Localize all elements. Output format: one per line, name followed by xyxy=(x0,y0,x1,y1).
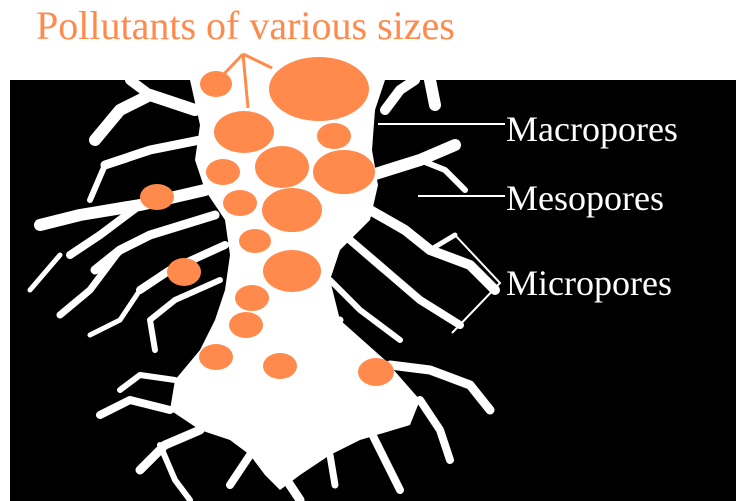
micropores-label: Micropores xyxy=(506,263,672,303)
pollutant-particle xyxy=(317,123,351,149)
pollutant-particle xyxy=(206,159,240,185)
pollutant-particle xyxy=(269,57,369,121)
pollutant-particle xyxy=(239,229,271,253)
pollutant-particle xyxy=(200,71,232,97)
pollutant-particle xyxy=(235,285,269,311)
pollutant-particle xyxy=(223,190,257,216)
pollutant-particle xyxy=(313,150,375,194)
pollutant-particle xyxy=(214,111,274,153)
pollutant-particle xyxy=(229,312,263,338)
pollutant-particle xyxy=(358,358,394,386)
pollutant-particle xyxy=(255,146,309,188)
mesopores-label: Mesopores xyxy=(506,178,664,218)
macropores-label: Macropores xyxy=(506,109,678,149)
pollutant-particle xyxy=(167,258,201,286)
pollutant-particle xyxy=(199,344,233,370)
pollutant-particle xyxy=(263,353,297,379)
pollutant-particle xyxy=(140,184,174,210)
pollutant-particle xyxy=(263,250,321,292)
pollutants-title: Pollutants of various sizes xyxy=(36,2,455,50)
pollutant-particle xyxy=(262,188,322,232)
